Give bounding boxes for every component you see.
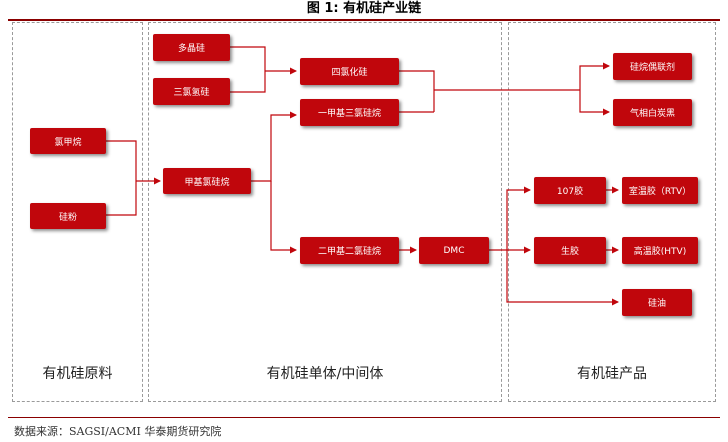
node-dmc: DMC [419,237,489,264]
line-to-107 [506,186,531,250]
node-silicon-powder: 硅粉 [30,203,106,229]
source-note: 数据来源：SAGSI/ACMI 华泰期货研究院 [14,425,222,438]
figure-title: 图 1: 有机硅产业链 [306,1,422,16]
node-chloromethane: 氯甲烷 [30,128,106,154]
source-rule [8,417,720,418]
node-methyltrichlorosilane: 一甲基三氯硅烷 [300,99,399,126]
title-rule [8,19,720,21]
line-trichlorosilane [230,71,266,93]
node-dimethyldichlorosilane: 二甲基二氯硅烷 [300,237,399,264]
line-silicon-powder [106,181,137,216]
panel-label-mid: 有机硅单体/中间体 [266,366,384,382]
panel-products [508,22,716,402]
node-trichlorosilane: 三氯氢硅 [153,78,230,105]
line-chloromethane [106,140,137,181]
node-silicone-oil: 硅油 [622,289,692,316]
line-sicl4-out [399,70,435,112]
node-raw-rubber: 生胶 [534,237,606,264]
node-polysilicon: 多晶硅 [153,34,230,61]
node-silicon-tetrachloride: 四氯化硅 [300,58,399,85]
panel-monomers [148,22,502,402]
panel-raw-materials [12,22,143,402]
line-product-split-2 [579,90,610,116]
line-methyl-branch-2 [270,181,297,254]
node-htv: 高温胶(HTV) [622,237,698,264]
node-silane-coupling-agent: 硅烷偶联剂 [613,53,692,80]
panel-label-product: 有机硅产品 [577,366,647,382]
node-fumed-silica: 气相白炭黑 [613,99,692,126]
node-107-glue: 107胶 [534,177,606,204]
line-polysilicon [230,46,266,71]
line-to-oil [506,250,619,306]
node-methylchlorosilane: 甲基氯硅烷 [163,168,251,194]
line-methyl-branch [251,111,297,182]
line-product-split [579,62,610,90]
panel-label-raw: 有机硅原料 [42,366,113,382]
node-rtv: 室温胶（RTV） [622,177,698,204]
